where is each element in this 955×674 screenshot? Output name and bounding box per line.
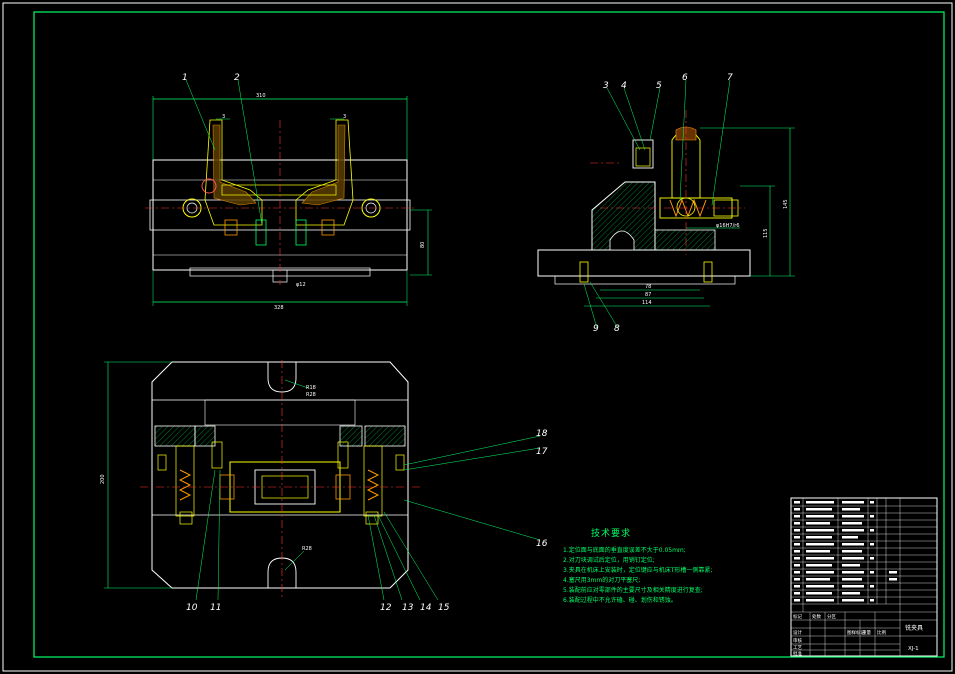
side-part-label-9: 9 — [593, 324, 599, 334]
front-dim-width: 310 — [256, 93, 266, 99]
top-dim-height: 200 — [100, 474, 106, 484]
front-dim-left-3: 3 — [222, 114, 225, 120]
title-grid — [791, 604, 937, 656]
tech-req-line-1: 1.定位面与底面的垂直度误差不大于0.05mm; — [563, 546, 686, 554]
tech-req-line-4: 4.塞尺用3mm的对刀平塞尺; — [563, 576, 640, 584]
front-dim-height: 80 — [420, 242, 426, 248]
top-view: R18 R28 200 R28 10 11 12 13 14 15 16 17 … — [100, 360, 548, 613]
front-view: 1 2 310 3 3 80 φ12 328 — [145, 73, 432, 311]
drawing-code: XJ-1 — [908, 646, 919, 652]
title-label-approve: 批准 — [793, 650, 802, 657]
top-part-label-13: 13 — [402, 603, 414, 613]
title-label-mark: 标记 — [793, 613, 802, 620]
side-part-label-4: 4 — [621, 81, 627, 91]
side-dim-fit: φ16H7/r6 — [716, 223, 740, 229]
title-label-weight: 重量 — [862, 629, 871, 636]
tech-req-line-5: 5.装配前应对零部件的主要尺寸及相关精度进行复查; — [563, 586, 703, 594]
top-part-label-12: 12 — [380, 603, 392, 613]
side-dim-115: 115 — [763, 228, 769, 238]
top-part-label-16: 16 — [536, 539, 548, 549]
side-part-label-6: 6 — [682, 73, 688, 83]
top-part-label-11: 11 — [210, 603, 221, 613]
parts-list-text — [794, 501, 897, 602]
front-dim-base-width: 328 — [274, 305, 284, 311]
top-dim-r28-bottom: R28 — [302, 546, 312, 552]
tech-req-title: 技术要求 — [591, 527, 631, 539]
side-dim-87: 87 — [645, 292, 651, 298]
side-part-label-7: 7 — [727, 73, 733, 83]
side-part-label-3: 3 — [603, 81, 609, 91]
side-part-label-8: 8 — [614, 324, 620, 334]
top-part-label-17: 17 — [536, 447, 548, 457]
top-part-label-18: 18 — [536, 429, 548, 439]
title-label-scale: 比例 — [877, 629, 886, 636]
title-label-design: 设计 — [793, 629, 802, 636]
top-dim-r18: R18 — [306, 385, 316, 391]
tech-req-line-6: 6.装配过程中不允许磕、碰、划伤和锈蚀。 — [563, 596, 677, 604]
drawing-name: 铣夹具 — [905, 624, 923, 632]
top-part-label-15: 15 — [438, 603, 450, 613]
title-label-drawing-mark: 图样标记 — [847, 629, 865, 636]
title-label-count: 处数 — [812, 613, 821, 620]
tech-req-line-3: 3.夹具在机床上安装时，定位键应与机床T形槽一侧靠紧; — [563, 566, 712, 574]
title-block: 标记 处数 分区 设计 审核 工艺 批准 图样标记 重量 比例 铣夹具 XJ-1 — [790, 497, 938, 657]
front-part-label-1: 1 — [182, 73, 188, 83]
parts-list — [791, 498, 937, 613]
title-label-process: 工艺 — [793, 645, 802, 651]
side-view: 3 4 5 6 7 8 9 145 115 φ16H7/r6 78 87 114 — [537, 73, 795, 334]
front-part-label-2: 2 — [234, 73, 240, 83]
top-part-label-14: 14 — [420, 603, 432, 613]
top-dim-r28-top: R28 — [306, 392, 316, 398]
tech-req-line-2: 2.对刀块调试后定位，用销钉定位; — [563, 556, 655, 564]
side-dim-78: 78 — [645, 284, 651, 290]
front-dim-right-3: 3 — [343, 114, 346, 120]
side-dim-114: 114 — [642, 300, 652, 306]
title-label-review: 审核 — [793, 637, 802, 644]
technical-requirements: 技术要求 1.定位面与底面的垂直度误差不大于0.05mm; 2.对刀块调试后定位… — [563, 527, 712, 604]
side-dim-145: 145 — [783, 199, 789, 209]
side-part-label-5: 5 — [656, 81, 662, 91]
front-dim-pin-dia: φ12 — [296, 282, 306, 288]
top-part-label-10: 10 — [186, 603, 198, 613]
title-label-zone: 分区 — [827, 613, 836, 620]
inner-border — [33, 11, 945, 658]
